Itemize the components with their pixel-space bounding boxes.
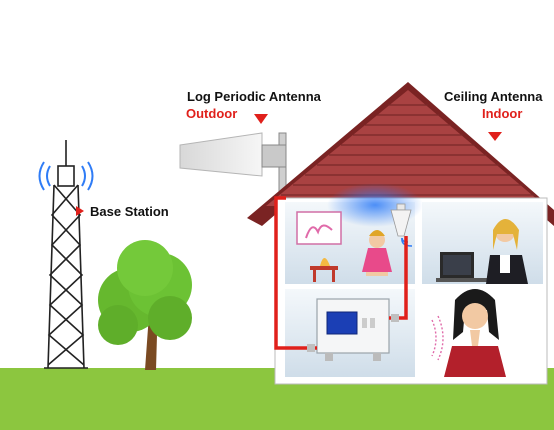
ceiling-antenna [390, 203, 412, 237]
log-periodic-antenna [179, 132, 287, 222]
log-periodic-antenna-label: Log Periodic Antenna [187, 89, 321, 104]
tree [98, 240, 192, 370]
indoor-pointer [488, 132, 502, 141]
base-station-pointer [76, 206, 84, 216]
ceiling-antenna-label: Ceiling Antenna [444, 89, 543, 104]
child-room-decor [296, 211, 392, 282]
woman-on-phone [444, 289, 506, 377]
indoor-label: Indoor [482, 106, 523, 121]
phone-signal-icon [431, 315, 444, 361]
outdoor-label: Outdoor [186, 106, 238, 121]
outdoor-pointer [254, 114, 268, 124]
office-room-decor [436, 219, 528, 284]
cable-connectors [307, 314, 399, 352]
base-station-tower [44, 140, 88, 369]
signal-repeater [316, 298, 390, 361]
base-station-label: Base Station [90, 204, 169, 219]
tower-signal-icon [38, 161, 94, 191]
